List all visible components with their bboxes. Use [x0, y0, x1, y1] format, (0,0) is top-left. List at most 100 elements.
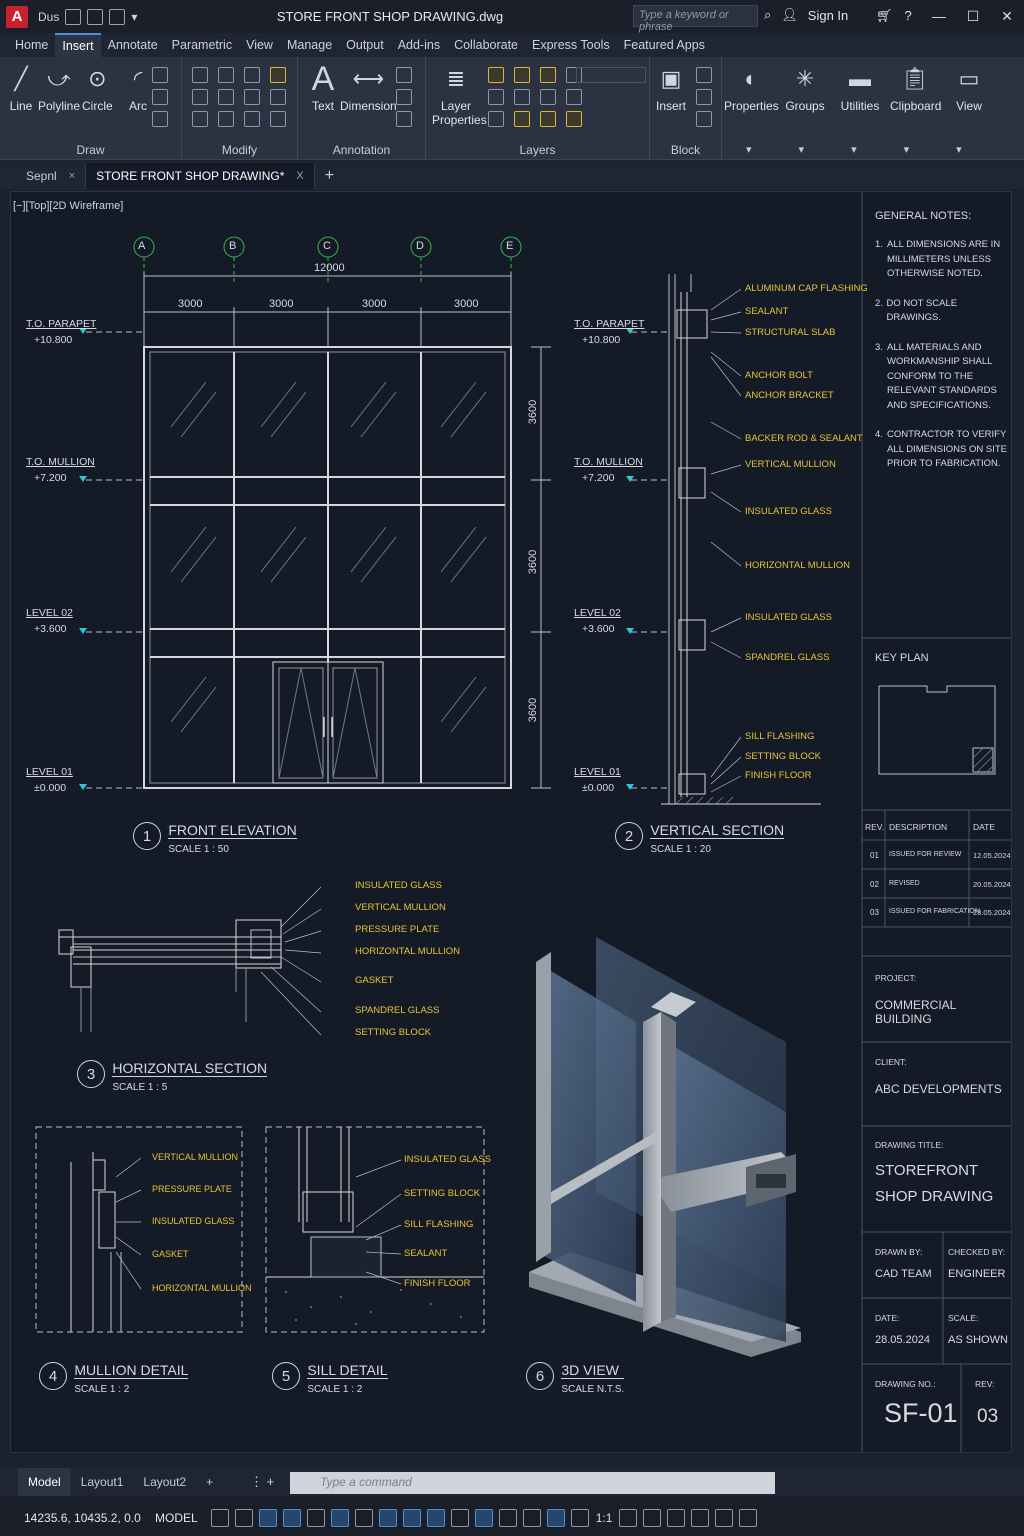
- app-logo-icon[interactable]: A: [6, 5, 28, 28]
- layer-dropdown[interactable]: [576, 67, 646, 83]
- polyline-tool[interactable]: ⤻ Polyline: [38, 63, 80, 113]
- cart-icon[interactable]: 🛒︎: [876, 8, 893, 23]
- dynamic-input-icon[interactable]: [282, 1509, 301, 1527]
- erase-icon[interactable]: [270, 67, 286, 83]
- layers-panel-title[interactable]: Layers: [519, 143, 556, 157]
- quick-properties-icon[interactable]: [691, 1509, 710, 1527]
- sign-in-button[interactable]: Sign In: [807, 7, 849, 23]
- plot-icon[interactable]: [109, 8, 126, 25]
- layer-walk-icon[interactable]: [488, 111, 504, 127]
- qat-dropdown-icon[interactable]: ▾: [131, 9, 138, 24]
- polar-icon[interactable]: [330, 1509, 349, 1527]
- save-icon[interactable]: [87, 8, 104, 25]
- fillet-icon[interactable]: [244, 67, 260, 83]
- tab-model[interactable]: Model: [18, 1468, 71, 1496]
- arc-tool[interactable]: ◜ Arc: [123, 63, 153, 113]
- search-icon[interactable]: ⌕: [764, 7, 772, 22]
- command-line-input[interactable]: Type a command: [290, 1472, 775, 1494]
- text-tool[interactable]: A Text: [308, 60, 338, 114]
- clipboard-tool[interactable]: 📋︎ Clipboard: [890, 63, 941, 113]
- add-layout-icon[interactable]: +: [206, 1475, 214, 1489]
- offset-icon[interactable]: [244, 89, 260, 105]
- annotation-panel-title[interactable]: Annotation: [332, 143, 391, 157]
- search-input[interactable]: Type a keyword or phrase: [633, 5, 758, 33]
- markup-icon[interactable]: [396, 89, 412, 105]
- dimension-tool[interactable]: ⟷ Dimension: [340, 63, 397, 113]
- draw-panel-title[interactable]: Draw: [76, 143, 105, 157]
- hatch-icon[interactable]: [152, 111, 168, 127]
- viewport-controls[interactable]: [−][Top][2D Wireframe]: [13, 200, 124, 212]
- tab-annotate[interactable]: Annotate: [107, 38, 158, 52]
- tab-addins[interactable]: Add-ins: [397, 38, 441, 52]
- command-history-icon[interactable]: ⋮ +: [250, 1474, 275, 1489]
- properties-expand-icon[interactable]: ▾: [746, 144, 752, 156]
- view-expand-icon[interactable]: ▾: [956, 144, 962, 156]
- auto-scale-icon[interactable]: [570, 1509, 589, 1527]
- dynamic-ucs-icon[interactable]: [522, 1509, 541, 1527]
- object-snap-icon[interactable]: [402, 1509, 421, 1527]
- tab-view[interactable]: View: [246, 38, 273, 52]
- tab-output[interactable]: Output: [346, 38, 384, 52]
- extend-icon[interactable]: [244, 111, 260, 127]
- scale-icon[interactable]: [192, 111, 208, 127]
- circle-tool[interactable]: ⊙ Circle: [82, 63, 113, 113]
- layer-freeze-icon[interactable]: [514, 67, 530, 83]
- layer-off-icon[interactable]: [540, 89, 556, 105]
- maximize-icon[interactable]: ☐: [966, 8, 980, 24]
- layer-unisolate-icon[interactable]: [514, 89, 530, 105]
- snap-icon[interactable]: [234, 1509, 253, 1527]
- tab-layout1[interactable]: Layout1: [80, 1475, 124, 1489]
- start-tab-close-icon[interactable]: ×: [68, 170, 76, 182]
- drawing-tab[interactable]: STORE FRONT SHOP DRAWING* X: [86, 163, 315, 189]
- help-icon[interactable]: ?: [904, 8, 912, 23]
- utilities-tool[interactable]: ▬ Utilities: [836, 63, 884, 113]
- copy-icon[interactable]: [218, 67, 234, 83]
- 3d-osnap-icon[interactable]: [498, 1509, 517, 1527]
- drawing-canvas[interactable]: [−][Top][2D Wireframe]: [10, 191, 1012, 1453]
- start-tab[interactable]: Sepnl ×: [16, 163, 87, 189]
- edit-block-icon[interactable]: [696, 89, 712, 105]
- tab-express-tools[interactable]: Express Tools: [532, 38, 610, 52]
- table-icon[interactable]: [396, 111, 412, 127]
- close-icon[interactable]: ✕: [1001, 8, 1013, 24]
- model-space-toggle[interactable]: MODEL: [155, 1511, 198, 1525]
- ortho-icon[interactable]: [306, 1509, 325, 1527]
- annotation-visibility-icon[interactable]: [546, 1509, 565, 1527]
- transparency-icon[interactable]: [450, 1509, 469, 1527]
- rotate-icon[interactable]: [152, 89, 168, 105]
- attribute-icon[interactable]: [696, 111, 712, 127]
- grid-icon[interactable]: [210, 1509, 229, 1527]
- tab-insert[interactable]: Insert: [55, 33, 101, 57]
- tab-parametric[interactable]: Parametric: [171, 38, 233, 52]
- mirror-icon[interactable]: [192, 89, 208, 105]
- selection-cycling-icon[interactable]: [474, 1509, 493, 1527]
- workspace-gear-icon[interactable]: [619, 1509, 638, 1527]
- create-block-icon[interactable]: [696, 67, 712, 83]
- qat-label[interactable]: Dus: [38, 9, 60, 24]
- object-snap-tracking-icon[interactable]: [378, 1509, 397, 1527]
- groups-expand-icon[interactable]: ▾: [798, 144, 805, 156]
- drawing-tab-close-icon[interactable]: X: [296, 170, 304, 182]
- leader-icon[interactable]: [396, 67, 412, 83]
- layer-thaw-icon[interactable]: [566, 111, 582, 127]
- insert-tool[interactable]: ▣ Insert: [656, 63, 686, 113]
- block-panel-title[interactable]: Block: [670, 143, 701, 157]
- move-icon[interactable]: [152, 67, 168, 83]
- modify-panel-title[interactable]: Modify: [221, 143, 258, 157]
- layer-match-icon[interactable]: [566, 67, 582, 83]
- layer-on-icon[interactable]: [488, 67, 504, 83]
- stretch-icon[interactable]: [192, 67, 208, 83]
- tab-featured-apps[interactable]: Featured Apps: [623, 38, 705, 52]
- join-icon[interactable]: [270, 111, 286, 127]
- groups-tool[interactable]: ✳ Groups: [782, 63, 828, 113]
- customize-icon[interactable]: [739, 1509, 758, 1527]
- open-icon[interactable]: [65, 8, 82, 25]
- units-icon[interactable]: [667, 1509, 686, 1527]
- layer-merge-icon[interactable]: [514, 111, 530, 127]
- explode-icon[interactable]: [270, 89, 286, 105]
- line-tool[interactable]: ╱ Line: [6, 63, 36, 113]
- view-tool[interactable]: ▭ View: [952, 63, 986, 113]
- layer-isolate-icon[interactable]: [488, 89, 504, 105]
- properties-tool[interactable]: ◐ Properties: [724, 63, 779, 113]
- tab-manage[interactable]: Manage: [286, 38, 333, 52]
